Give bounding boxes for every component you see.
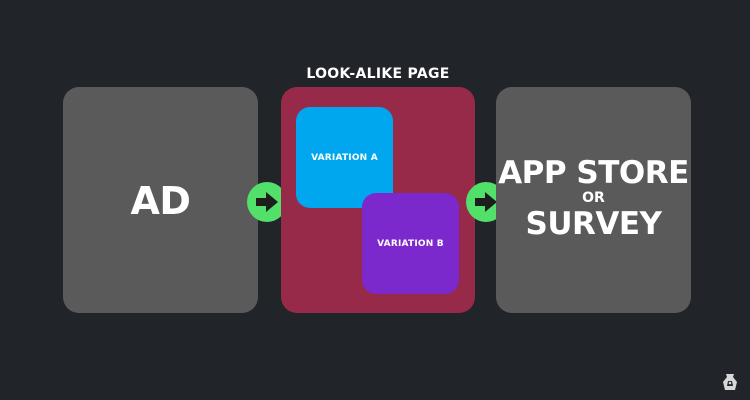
variation-b-card: VARIATION B: [362, 193, 459, 294]
variation-a-label: VARIATION A: [311, 152, 378, 163]
arrow-right-icon: [247, 182, 287, 222]
variation-b-label: VARIATION B: [377, 238, 444, 249]
destination-line-or: OR: [582, 190, 605, 206]
ad-box: AD: [63, 87, 258, 313]
destination-line-app-store: APP STORE: [498, 155, 689, 191]
variation-a-card: VARIATION A: [296, 107, 393, 208]
ad-label: AD: [130, 179, 191, 223]
lookalike-page-title: LOOK-ALIKE PAGE: [306, 66, 450, 82]
brand-logo-icon: [721, 373, 739, 391]
destination-box: APP STORE OR SURVEY: [496, 87, 691, 313]
destination-label: APP STORE OR SURVEY: [496, 157, 691, 240]
destination-line-survey: SURVEY: [525, 206, 663, 242]
